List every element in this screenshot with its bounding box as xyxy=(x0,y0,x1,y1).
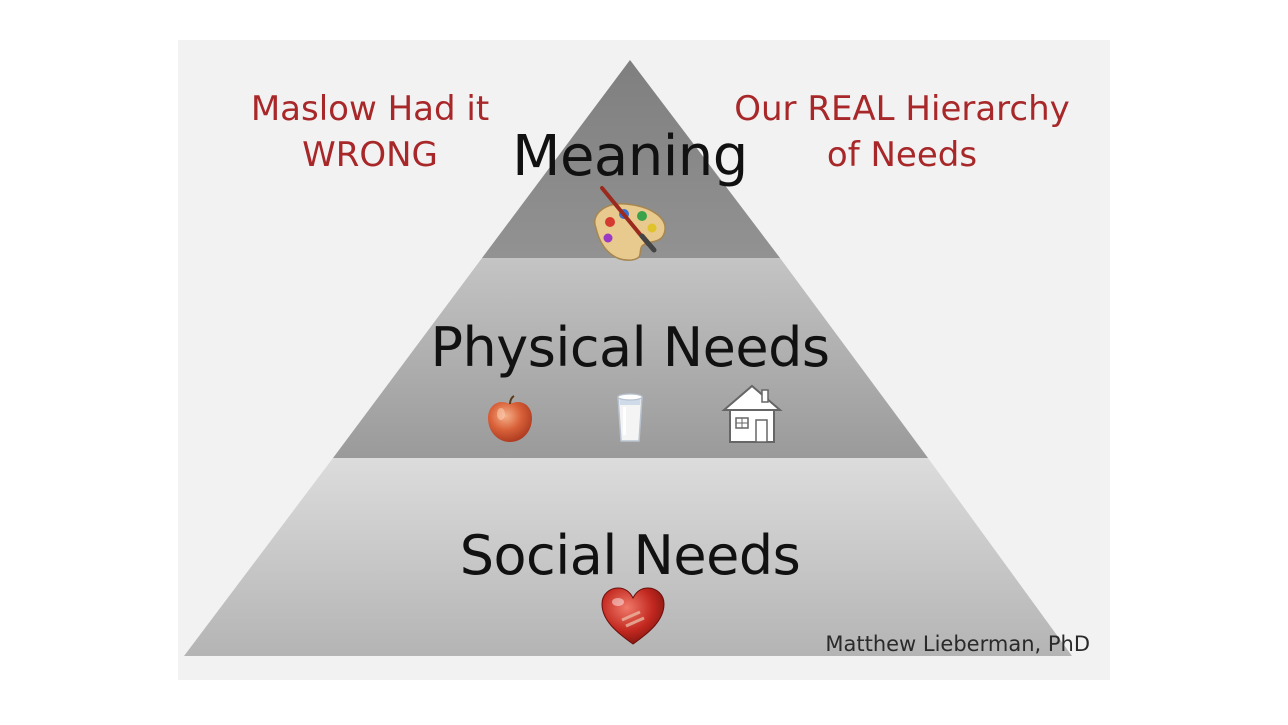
title-left-line-2: WRONG xyxy=(302,135,438,175)
title-right-line-1: Our REAL Hierarchy xyxy=(734,89,1070,129)
palette-icon xyxy=(594,186,666,261)
tier-label-social: Social Needs xyxy=(459,524,801,587)
title-left: Maslow Had it WRONG xyxy=(220,86,520,178)
tier-label-physical: Physical Needs xyxy=(430,316,830,379)
tier-physical xyxy=(333,258,928,458)
tier-meaning xyxy=(482,60,780,258)
title-right: Our REAL Hierarchy of Needs xyxy=(712,86,1092,178)
author-credit: Matthew Lieberman, PhD xyxy=(825,632,1090,656)
tier-label-meaning: Meaning xyxy=(512,124,748,189)
title-right-line-2: of Needs xyxy=(826,135,978,175)
milk-glass-icon xyxy=(617,393,643,442)
title-left-line-1: Maslow Had it xyxy=(250,89,490,129)
house-icon xyxy=(721,384,783,443)
apple-icon xyxy=(488,395,532,442)
heart-icon xyxy=(601,587,665,645)
tier-social xyxy=(184,458,1072,656)
